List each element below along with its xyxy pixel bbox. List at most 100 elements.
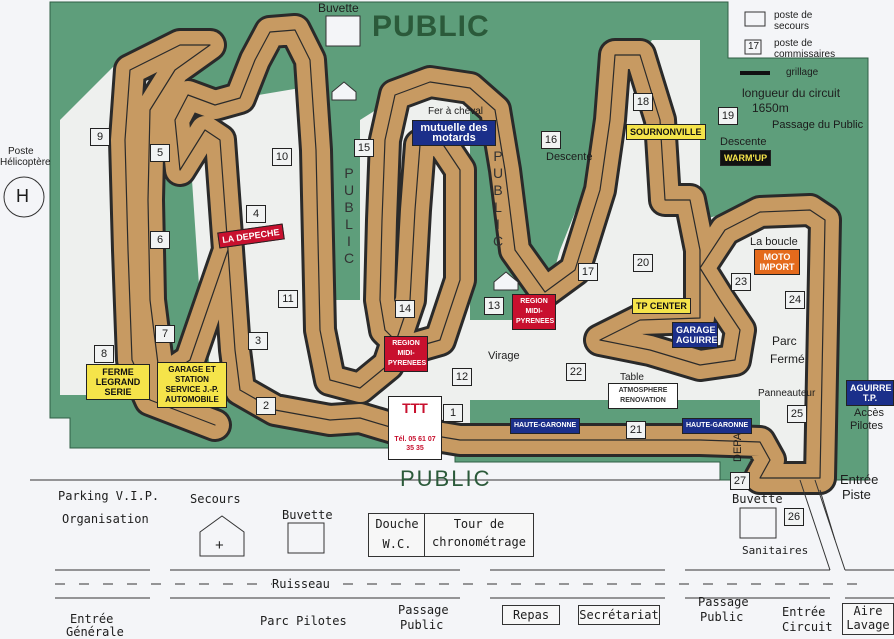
post-8: 8 (94, 345, 114, 363)
ruisseau-label: Ruisseau (272, 577, 330, 591)
legend-commissaire-num: 17 (748, 41, 760, 52)
post-10: 10 (272, 148, 292, 166)
post-12: 12 (452, 368, 472, 386)
post-15: 15 (354, 139, 374, 157)
post-26: 26 (784, 508, 804, 526)
buvette-top-box (325, 15, 361, 47)
fer-a-cheval-label: Fer à cheval (428, 106, 484, 117)
lavage-label: Lavage (846, 618, 890, 632)
organisation-label: Organisation (62, 512, 149, 526)
helipad-letter: H (16, 186, 29, 206)
post-16: 16 (541, 131, 561, 149)
panneauteur-label: Panneauteur (758, 388, 816, 399)
sponsor-sournonville: SOURNONVILLE (626, 124, 706, 140)
sponsor-haute-garonne-1: HAUTE-GARONNE (510, 418, 581, 434)
post-4: 4 (246, 205, 266, 223)
post-27: 27 (730, 472, 750, 490)
entree-generale-label-2: Générale (66, 625, 124, 639)
sanitaires-label: Sanitaires (742, 544, 809, 557)
acces-pilotes-label-1: Accès (854, 407, 884, 419)
post-11: 11 (278, 290, 298, 308)
post-7: 7 (155, 325, 175, 343)
legend-poste-commissaires: poste de commissaires (774, 38, 836, 60)
public-bottom-title: PUBLIC (400, 466, 492, 491)
parking-vip-label: Parking V.I.P. (58, 489, 160, 503)
poste-helicoptere-label-1: Poste (8, 146, 34, 157)
post-21: 21 (626, 421, 646, 439)
secours-post-icon (331, 81, 357, 101)
post-9: 9 (90, 128, 110, 146)
secours-label: Secours (190, 492, 241, 506)
legend-poste-secours: poste de secours (774, 10, 813, 32)
passage-public-2-label-a: Passage (698, 595, 749, 609)
legend-grillage: grillage (786, 67, 819, 78)
post-19: 19 (718, 107, 738, 125)
post-17: 17 (578, 263, 598, 281)
post-13: 13 (484, 297, 504, 315)
sponsor-aguirre-tp: AGUIRRE T.P. (846, 380, 894, 406)
repas-box: Repas (502, 605, 560, 625)
post-5: 5 (150, 144, 170, 162)
entree-circuit-label-2: Circuit (782, 620, 833, 634)
chronometrage-label: chronométrage (432, 535, 526, 549)
sponsor-atmosphere: ATMOSPHERE RENOVATION (608, 383, 678, 409)
sponsor-ttt: TTT Tél. 05 61 07 35 35 (388, 396, 442, 460)
sponsor-ttt-phone: Tél. 05 61 07 35 35 (394, 436, 436, 452)
passage-public-1-label-b: Public (400, 618, 444, 632)
sponsor-ferme-legrand: FERME LEGRAND SERIE (86, 364, 150, 400)
legend-commissaire-icon (744, 39, 762, 55)
legend-longueur-value: 1650m (752, 101, 789, 115)
passage-public-2-label-b: Public (700, 610, 744, 624)
post-1: 1 (443, 404, 463, 422)
post-2: 2 (256, 397, 276, 415)
aire-lavage-box: Aire Lavage (842, 603, 894, 635)
aire-label: Aire (853, 604, 883, 618)
public-top-title: PUBLIC (372, 10, 490, 43)
entree-piste-label-2: Piste (842, 487, 871, 502)
sponsor-haute-garonne-2: HAUTE-GARONNE (682, 418, 753, 434)
la-boucle-label: La boucle (750, 236, 798, 248)
legend-longueur: longueur du circuit (742, 86, 841, 100)
post-25: 25 (787, 405, 807, 423)
sponsor-mutuelle-motards: mutuelle des motards (412, 120, 496, 146)
parc-ferme-label-1: Parc (772, 334, 797, 348)
public-vertical-mid: PUBLIC (492, 148, 506, 249)
sponsor-region-1: REGION MIDI-PYRENEES (384, 336, 428, 372)
parc-pilotes-label: Parc Pilotes (260, 614, 347, 628)
sponsor-ttt-logo: TTT (402, 400, 428, 416)
entree-piste-label-1: Entrée (840, 472, 879, 487)
post-3: 3 (248, 332, 268, 350)
post-18: 18 (633, 93, 653, 111)
parc-ferme-label-2: Fermé (770, 352, 805, 366)
entree-circuit-label-1: Entrée (782, 605, 826, 619)
douche-label: Douche (375, 517, 419, 531)
acces-pilotes-label-2: Pilotes (850, 420, 884, 432)
buvette-bottom-label: Buvette (282, 508, 333, 522)
buvette-top-label: Buvette (318, 1, 359, 15)
sponsor-tp-center: TP CENTER (632, 298, 691, 314)
sponsor-garage-aguirre: GARAGE AGUIRRE (672, 322, 718, 348)
douche-wc-box: Douche W.C. (368, 513, 426, 557)
secretariat-box: Secrétariat (578, 605, 660, 625)
sponsor-region-2: REGION MIDI-PYRENEES (512, 294, 556, 330)
poste-helicoptere-label-2: Hélicoptère (0, 157, 51, 168)
descente-label-1: Descente (546, 151, 593, 163)
post-24: 24 (785, 291, 805, 309)
sponsor-garage-jp: GARAGE ET STATION SERVICE J.-P. AUTOMOBI… (157, 362, 227, 408)
table-label: Table (620, 372, 644, 383)
virage-label: Virage (488, 350, 520, 362)
tour-label: Tour de (453, 517, 505, 531)
passage-public-label: Passage du Public (772, 119, 864, 131)
passage-public-1-label-a: Passage (398, 603, 449, 617)
buvette-right-label: Buvette (732, 492, 783, 506)
legend-secours-icon (744, 11, 766, 27)
public-vertical-left: PUBLIC (343, 165, 357, 266)
entree-generale-label-1: Entrée (70, 612, 114, 626)
post-23: 23 (731, 273, 751, 291)
descente-label-2: Descente (720, 136, 767, 148)
secours-post-icon-2 (493, 271, 519, 291)
wc-label: W.C. (382, 537, 412, 551)
sponsor-moto-import: MOTO IMPORT (754, 249, 800, 275)
post-22: 22 (566, 363, 586, 381)
